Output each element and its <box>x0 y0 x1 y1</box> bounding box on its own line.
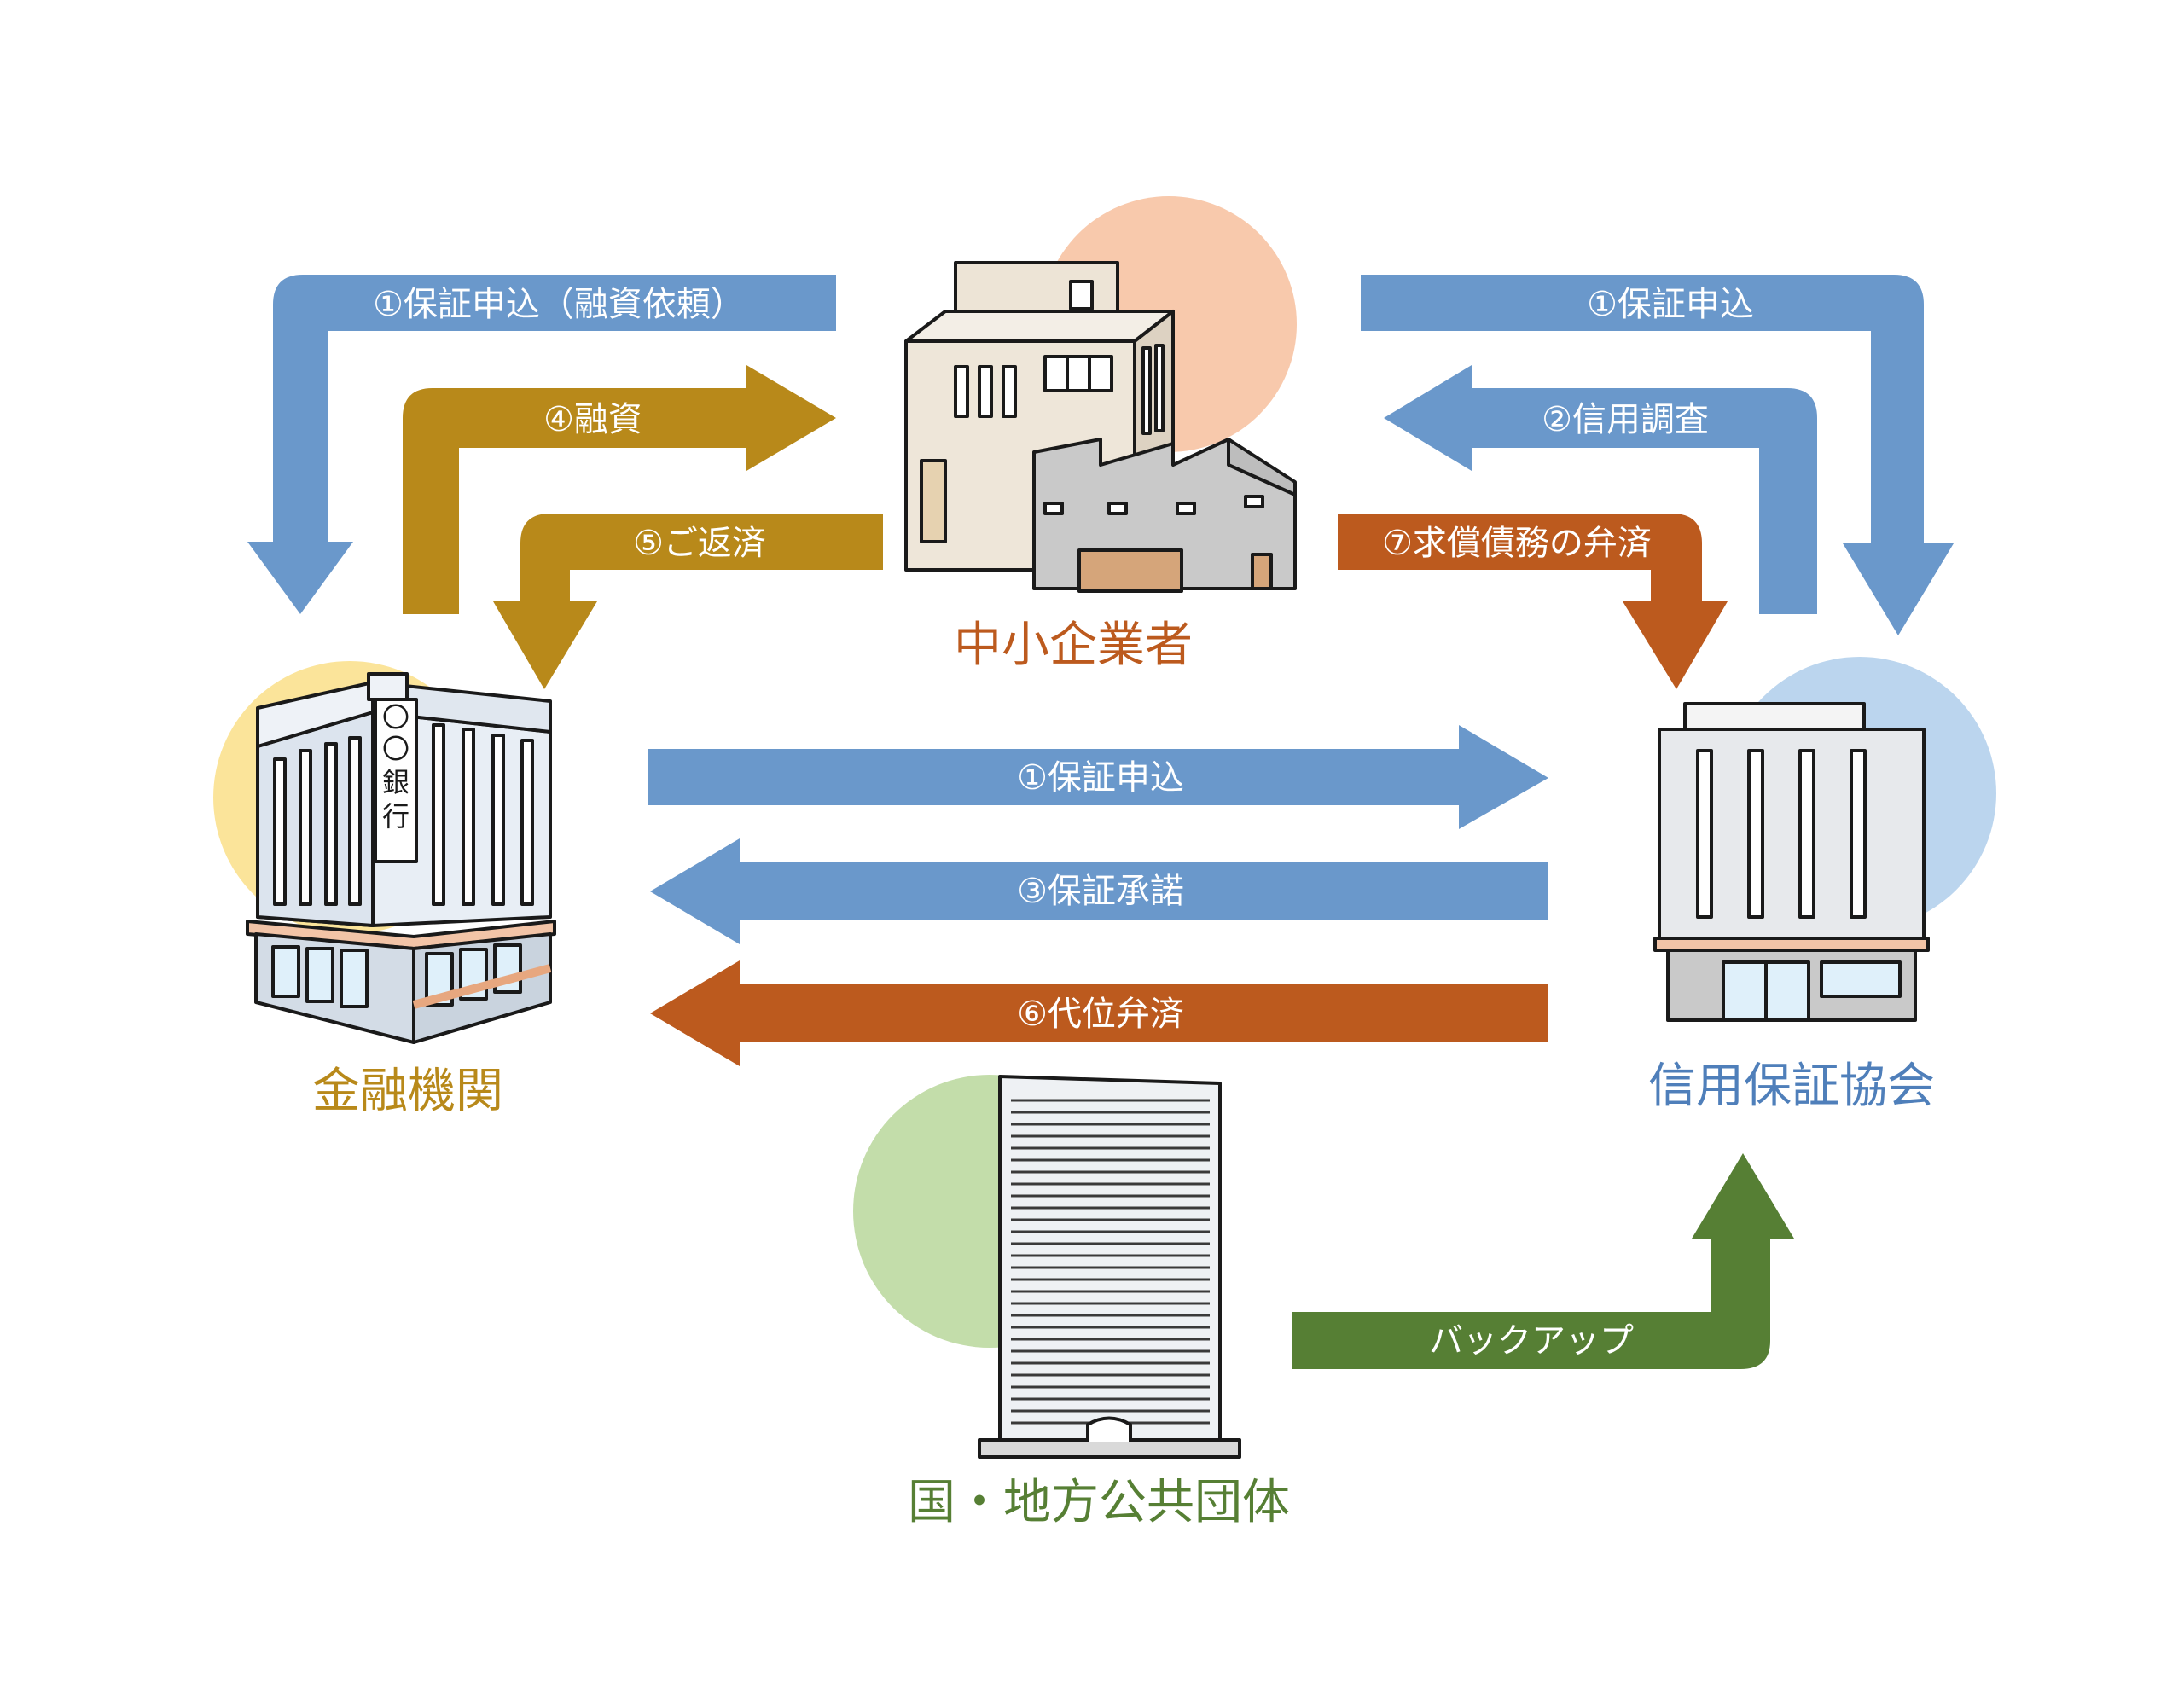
entity-label-bank: 金融機関 <box>312 1064 503 1119</box>
arrow-subrogation <box>650 960 1548 1066</box>
entity-label-sme: 中小企業者 <box>954 618 1193 673</box>
arrow-credit-check <box>1384 365 1817 614</box>
label-sme-to-bank-apply: ①保証申込（融資依頼） <box>373 285 745 324</box>
label-sme-repay: ⑤ご返済 <box>633 524 766 563</box>
bank-sign-text: 〇 <box>382 701 410 734</box>
arrow-reimbursement <box>1338 514 1728 689</box>
entity-label-association: 信用保証協会 <box>1648 1059 1935 1114</box>
arrow-bank-loan <box>403 365 836 614</box>
arrow-sme-to-assoc-apply <box>1361 275 1954 635</box>
label-backup: バックアップ <box>1429 1321 1634 1361</box>
bank-sign-text-2: 〇 <box>382 733 410 765</box>
arrow-sme-repay <box>493 514 883 689</box>
label-guarantee-approval: ③保証承諾 <box>1017 872 1184 911</box>
sme-factory-illustration <box>904 261 1297 593</box>
bank-sign-text-3: 銀 <box>382 766 410 798</box>
label-credit-check: ②信用調査 <box>1542 400 1709 439</box>
arrow-guarantee-approval <box>650 838 1548 944</box>
label-reimbursement: ⑦求償債務の弁済 <box>1382 524 1652 563</box>
entity-label-government: 国・地方公共団体 <box>908 1475 1290 1530</box>
bank-building-illustration: 〇 〇 銀 行 <box>246 672 556 1044</box>
government-tower-illustration <box>978 1075 1241 1459</box>
bank-sign-text-4: 行 <box>382 800 410 833</box>
label-sme-to-assoc-apply: ①保証申込 <box>1587 285 1754 324</box>
label-subrogation: ⑥代位弁済 <box>1017 995 1184 1034</box>
label-bank-to-assoc-apply: ①保証申込 <box>1017 758 1184 798</box>
label-bank-loan: ④融資 <box>543 400 642 439</box>
arrow-bank-to-assoc-apply <box>648 725 1548 829</box>
arrow-backup <box>1292 1153 1794 1369</box>
arrow-sme-to-bank-apply <box>247 275 836 614</box>
association-building-illustration <box>1653 702 1930 1022</box>
